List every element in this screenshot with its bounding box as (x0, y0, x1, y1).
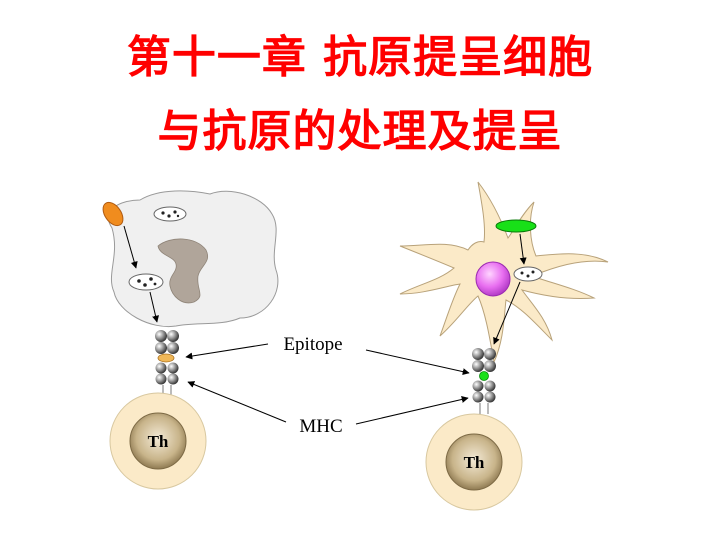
epitope-pointer-left (185, 343, 269, 360)
transport-arrow-left (149, 291, 159, 323)
dendritic-nucleus (475, 261, 511, 297)
mhc-pointer-left (187, 381, 287, 423)
epitope-pointer-right (365, 349, 470, 376)
slide-title-line-1: 第十一章 抗原提呈细胞 (126, 32, 594, 83)
uptake-arrow-right (519, 233, 527, 265)
macrophage-cell (108, 190, 279, 328)
epitope-left (157, 353, 175, 363)
green-antigen (495, 219, 537, 233)
endosome-right (513, 266, 543, 282)
phagosome-top (153, 206, 187, 222)
phagosome-middle (128, 273, 164, 291)
th-label-right: Th (464, 453, 485, 472)
mhc-pointer-right (355, 396, 469, 425)
epitope-label: Epitope (283, 334, 342, 355)
macrophage-nucleus (157, 238, 208, 304)
mhc-epitope-tcr-right (472, 348, 496, 414)
th-cell-left: Th (109, 392, 207, 490)
epitope-right (479, 371, 489, 381)
dendritic-cell (399, 181, 609, 364)
transport-arrow-right (493, 281, 521, 345)
slide-title-line-2: 与抗原的处理及提呈 (157, 106, 563, 157)
mhc-label: MHC (299, 416, 342, 437)
orange-antigen (102, 201, 124, 227)
th-cell-right: Th (425, 413, 523, 511)
mhc-epitope-tcr-left (155, 330, 179, 396)
th-label-left: Th (148, 432, 169, 451)
uptake-arrow-left (123, 225, 138, 269)
